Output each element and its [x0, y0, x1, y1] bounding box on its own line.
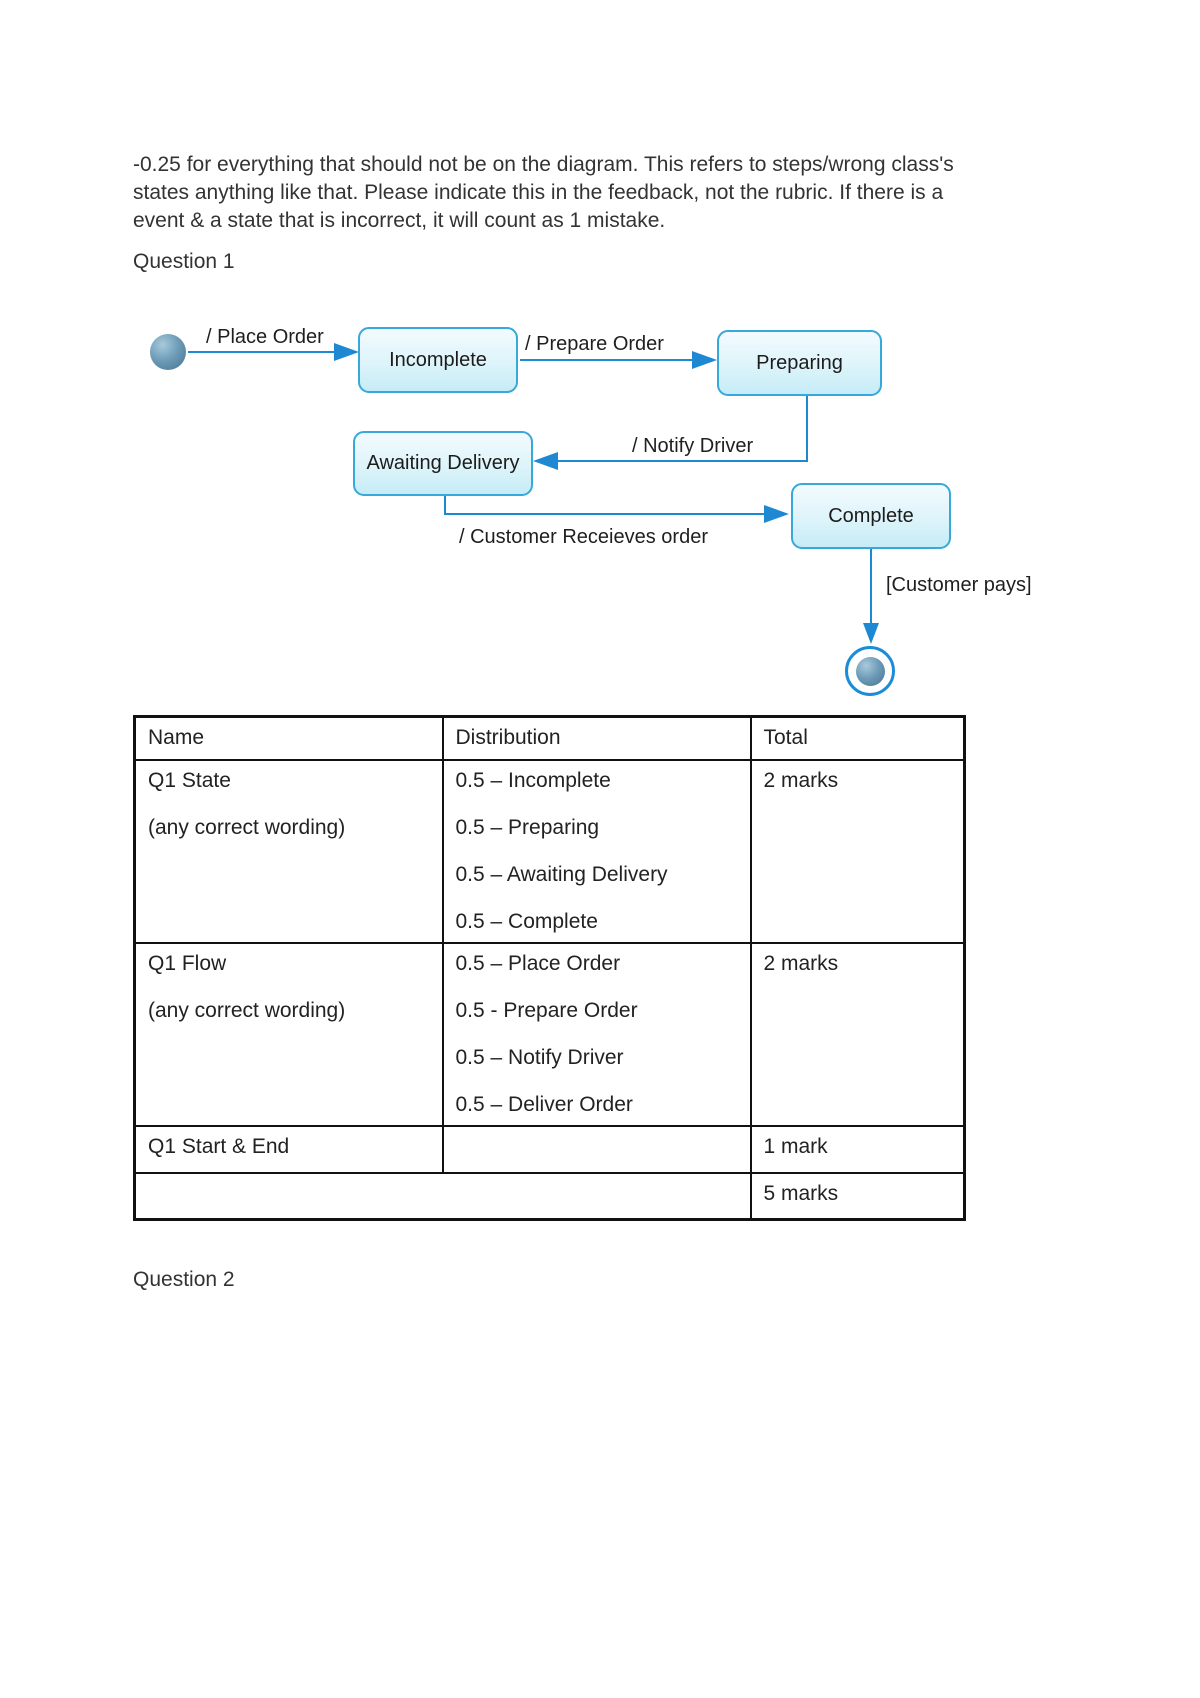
- cell-total: 2 marks: [749, 758, 966, 944]
- cell-name: Q1 Flow (any correct wording): [133, 941, 444, 1127]
- row-name-note: (any correct wording): [148, 998, 346, 1022]
- state-label-preparing: Preparing: [756, 351, 843, 374]
- question-2-heading: Question 2: [133, 1268, 235, 1291]
- table-header-row: Name Distribution Total: [133, 715, 966, 761]
- transition-line-notify-driver: [806, 396, 808, 462]
- state-label-complete: Complete: [828, 504, 914, 527]
- dist-item: 0.5 – Complete: [455, 909, 598, 933]
- intro-paragraph: -0.25 for everything that should not be …: [133, 153, 954, 232]
- dist-item: 0.5 – Notify Driver: [455, 1045, 624, 1069]
- initial-state-icon: [150, 334, 186, 370]
- transition-line-prepare-order: [520, 359, 696, 361]
- state-box-preparing: Preparing: [717, 330, 882, 396]
- table-row-total: 5 marks: [133, 1171, 966, 1221]
- rubric-table: Name Distribution Total Q1 State (any co…: [133, 715, 966, 1221]
- cell-name: Q1 Start & End: [133, 1124, 444, 1174]
- transition-label-notify-driver: / Notify Driver: [632, 435, 754, 457]
- row-name: Q1 Flow: [148, 951, 227, 975]
- header-distribution: Distribution: [441, 715, 752, 761]
- cell-total: 2 marks: [749, 941, 966, 1127]
- cell-name: Q1 State (any correct wording): [133, 758, 444, 944]
- cell-distribution: 0.5 – Place Order 0.5 - Prepare Order 0.…: [441, 941, 752, 1127]
- dist-item: 0.5 – Awaiting Delivery: [455, 862, 668, 886]
- header-name: Name: [133, 715, 444, 761]
- transition-label-place-order: / Place Order: [206, 326, 324, 348]
- transition-line-place-order: [188, 351, 340, 353]
- cell-distribution: 0.5 – Incomplete 0.5 – Preparing 0.5 – A…: [441, 758, 752, 944]
- state-label-incomplete: Incomplete: [389, 348, 487, 371]
- state-label-awaiting-delivery: Awaiting Delivery: [366, 452, 520, 474]
- uml-state-diagram: / Place Order Incomplete / Prepare Order…: [0, 0, 1200, 700]
- table-row-q1-state: Q1 State (any correct wording) 0.5 – Inc…: [133, 758, 966, 944]
- transition-line-customer-receives: [444, 513, 766, 515]
- transition-line-customer-pays: [870, 549, 872, 625]
- transition-label-prepare-order: / Prepare Order: [525, 333, 664, 355]
- arrowhead-right-icon: [692, 351, 717, 369]
- row-name: Q1 State: [148, 768, 231, 792]
- row-name-note: (any correct wording): [148, 815, 346, 839]
- transition-line-customer-receives: [444, 496, 446, 515]
- state-box-incomplete: Incomplete: [358, 327, 518, 393]
- state-box-complete: Complete: [791, 483, 951, 549]
- question-1-heading: Question 1: [133, 250, 235, 273]
- arrowhead-right-icon: [764, 505, 789, 523]
- table-row-q1-flow: Q1 Flow (any correct wording) 0.5 – Plac…: [133, 941, 966, 1127]
- arrowhead-left-icon: [533, 452, 558, 470]
- header-total: Total: [749, 715, 966, 761]
- cell-distribution: [441, 1124, 752, 1174]
- cell-total: 5 marks: [749, 1171, 966, 1221]
- transition-label-customer-receives: / Customer Receieves order: [459, 526, 708, 548]
- dist-item: 0.5 – Place Order: [455, 951, 621, 975]
- dist-item: 0.5 – Incomplete: [455, 768, 611, 792]
- dist-item: 0.5 – Deliver Order: [455, 1092, 633, 1116]
- transition-label-customer-pays: [Customer pays]: [886, 574, 1032, 596]
- table-row-q1-start-end: Q1 Start & End 1 mark: [133, 1124, 966, 1174]
- cell-total: 1 mark: [749, 1124, 966, 1174]
- cell-merged-empty: [133, 1171, 752, 1221]
- final-state-icon: [856, 657, 885, 686]
- transition-line-notify-driver: [556, 460, 808, 462]
- arrowhead-right-icon: [334, 343, 359, 361]
- dist-item: 0.5 - Prepare Order: [455, 998, 638, 1022]
- dist-item: 0.5 – Preparing: [455, 815, 600, 839]
- arrowhead-down-icon: [863, 623, 879, 644]
- state-box-awaiting-delivery: Awaiting Delivery: [353, 431, 533, 496]
